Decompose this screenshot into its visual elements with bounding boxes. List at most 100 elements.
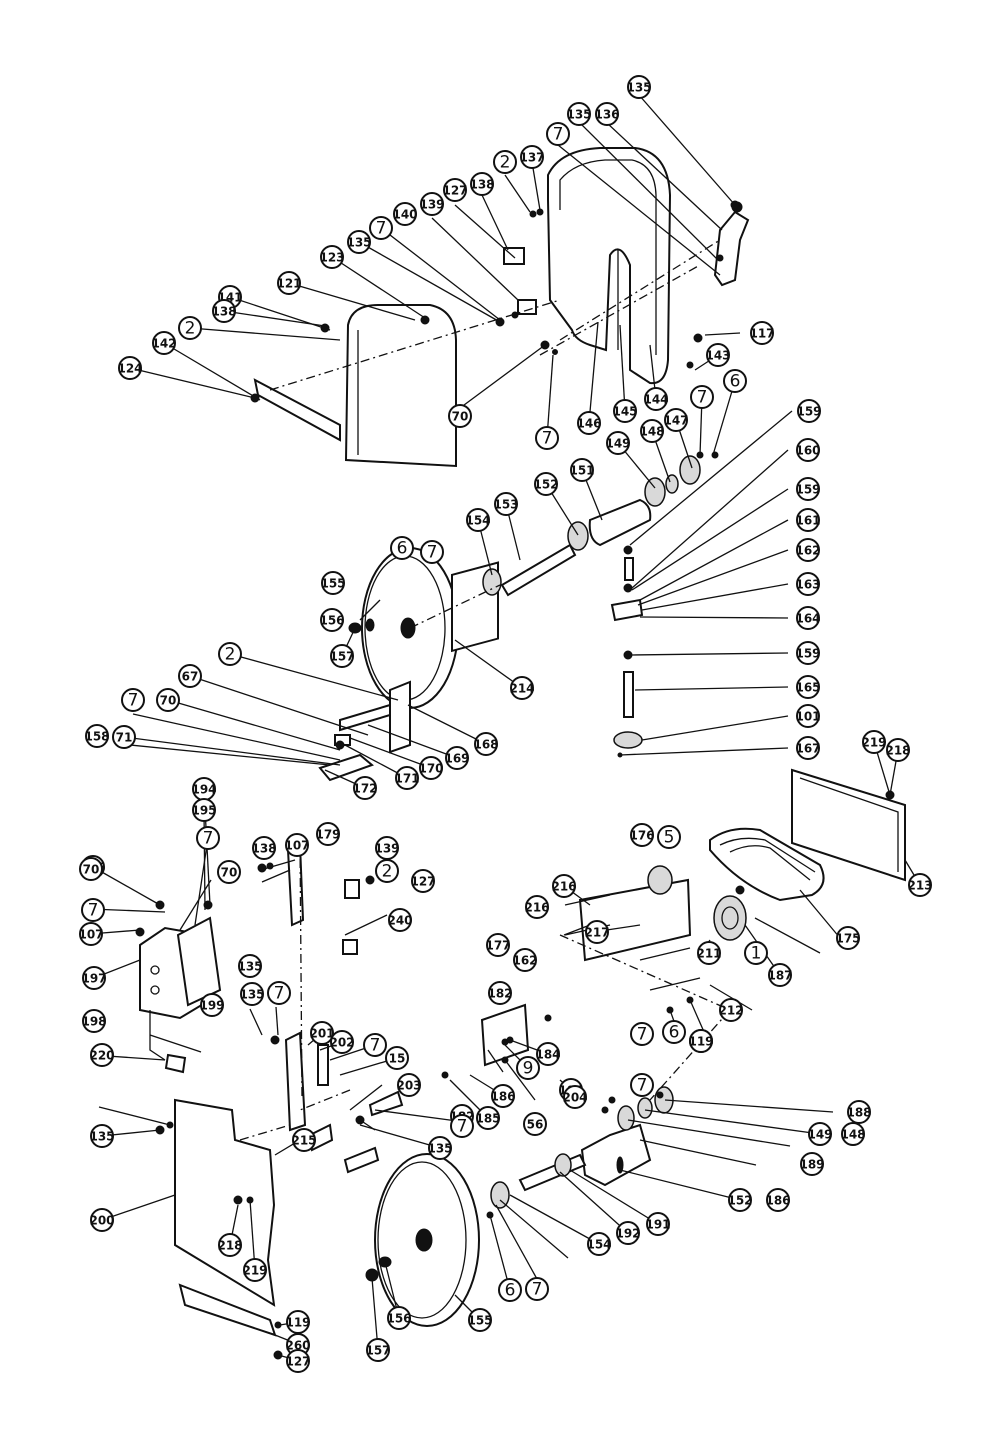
callout-189: 189 [799,1152,825,1176]
callout-bubble [118,356,142,380]
callout-bubble [240,982,264,1006]
callout-number: 203 [396,1079,421,1093]
callout-number: 7 [427,543,438,563]
callout-70: 70 [156,688,180,712]
callout-number: 148 [639,425,664,439]
callout-bubble [192,798,216,822]
callout-number: 7 [128,691,139,711]
callout-bubble [85,724,109,748]
callout-number: 168 [473,738,498,752]
callout-bubble [766,1188,790,1212]
callout-135: 135 [346,230,372,254]
callout-bubble [320,608,344,632]
callout-number: 184 [535,1048,560,1062]
callout-127: 127 [442,178,468,202]
callout-bubble [728,1188,752,1212]
callout-number: 159 [795,483,820,497]
callout-bubble [387,1306,411,1330]
callout-bubble [797,399,821,423]
callout-number: 163 [795,578,820,592]
callout-7: 7 [267,981,291,1005]
callout-101: 101 [795,704,821,728]
callout-bubble [200,993,224,1017]
callout-number: 187 [767,969,792,983]
callout-number: 127 [410,875,435,889]
callout-70: 70 [448,404,472,428]
callout-217: 217 [584,920,610,944]
callout-186: 186 [765,1188,791,1212]
callout-number: 219 [242,1264,267,1278]
callout-135: 135 [89,1124,115,1148]
callout-15: 15 [385,1046,409,1070]
callout-number: 7 [532,1280,543,1300]
callout-number: 159 [796,405,821,419]
callout-bubble [516,1056,540,1080]
callout-number: 170 [418,762,443,776]
callout-201: 201 [309,1021,335,1045]
callout-number: 161 [795,514,820,528]
callout-bubble [238,954,262,978]
callout-bubble [448,404,472,428]
callout-117: 117 [749,321,775,345]
callout-6: 6 [390,536,414,560]
callout-7: 7 [525,1277,549,1301]
callout-bubble [570,458,594,482]
callout-bubble [310,1021,334,1045]
callout-163: 163 [795,572,821,596]
callout-56: 56 [523,1112,547,1136]
callout-155: 155 [320,571,346,595]
callout-7: 7 [450,1114,474,1138]
callout-number: 2 [225,645,236,665]
callout-number: 144 [643,393,668,407]
callout-number: 117 [749,327,774,341]
callout-142: 142 [151,331,177,355]
callout-211: 211 [696,941,722,965]
callout-number: 214 [509,682,534,696]
callout-194: 194 [191,777,217,801]
callout-bubble [697,941,721,965]
callout-107: 107 [78,922,104,946]
callout-bubble [534,472,558,496]
callout-138: 138 [211,299,237,323]
callout-bubble [595,102,619,126]
callout-number: 138 [469,178,494,192]
callout-5: 5 [657,825,681,849]
callout-bubble [689,1029,713,1053]
callout-number: 204 [562,1091,587,1105]
callout-number: 71 [116,731,133,745]
callout-number: 218 [885,744,910,758]
callout-number: 135 [239,988,264,1002]
callout-bubble [498,1278,522,1302]
callout-192: 192 [615,1221,641,1245]
callout-160: 160 [795,438,821,462]
callout-9: 9 [516,1056,540,1080]
callout-number: 119 [285,1316,310,1330]
callout-bubble [796,438,820,462]
callout-number: 7 [376,219,387,239]
callout-121: 121 [276,271,302,295]
callout-bubble [796,508,820,532]
callout-number: 139 [374,842,399,856]
callout-148: 148 [639,419,665,443]
callout-219: 219 [861,730,887,754]
callout-159: 159 [795,641,821,665]
callout-bubble [796,641,820,665]
pulleys-and-belt [647,827,825,941]
callout-bubble [330,1030,354,1054]
callout-number: 7 [88,901,99,921]
callout-144: 144 [643,387,669,411]
callout-143: 143 [705,343,731,367]
callout-bubble [525,1277,549,1301]
callout-6: 6 [723,369,747,393]
callout-number: 192 [615,1227,640,1241]
callout-bubble [450,1114,474,1138]
callout-number: 154 [586,1238,611,1252]
callout-number: 9 [523,1059,534,1079]
callout-7: 7 [535,426,559,450]
callout-bubble [750,321,774,345]
callout-135: 135 [626,75,652,99]
callout-2: 2 [493,150,517,174]
callout-162: 162 [512,948,538,972]
callout-154: 154 [586,1232,612,1256]
